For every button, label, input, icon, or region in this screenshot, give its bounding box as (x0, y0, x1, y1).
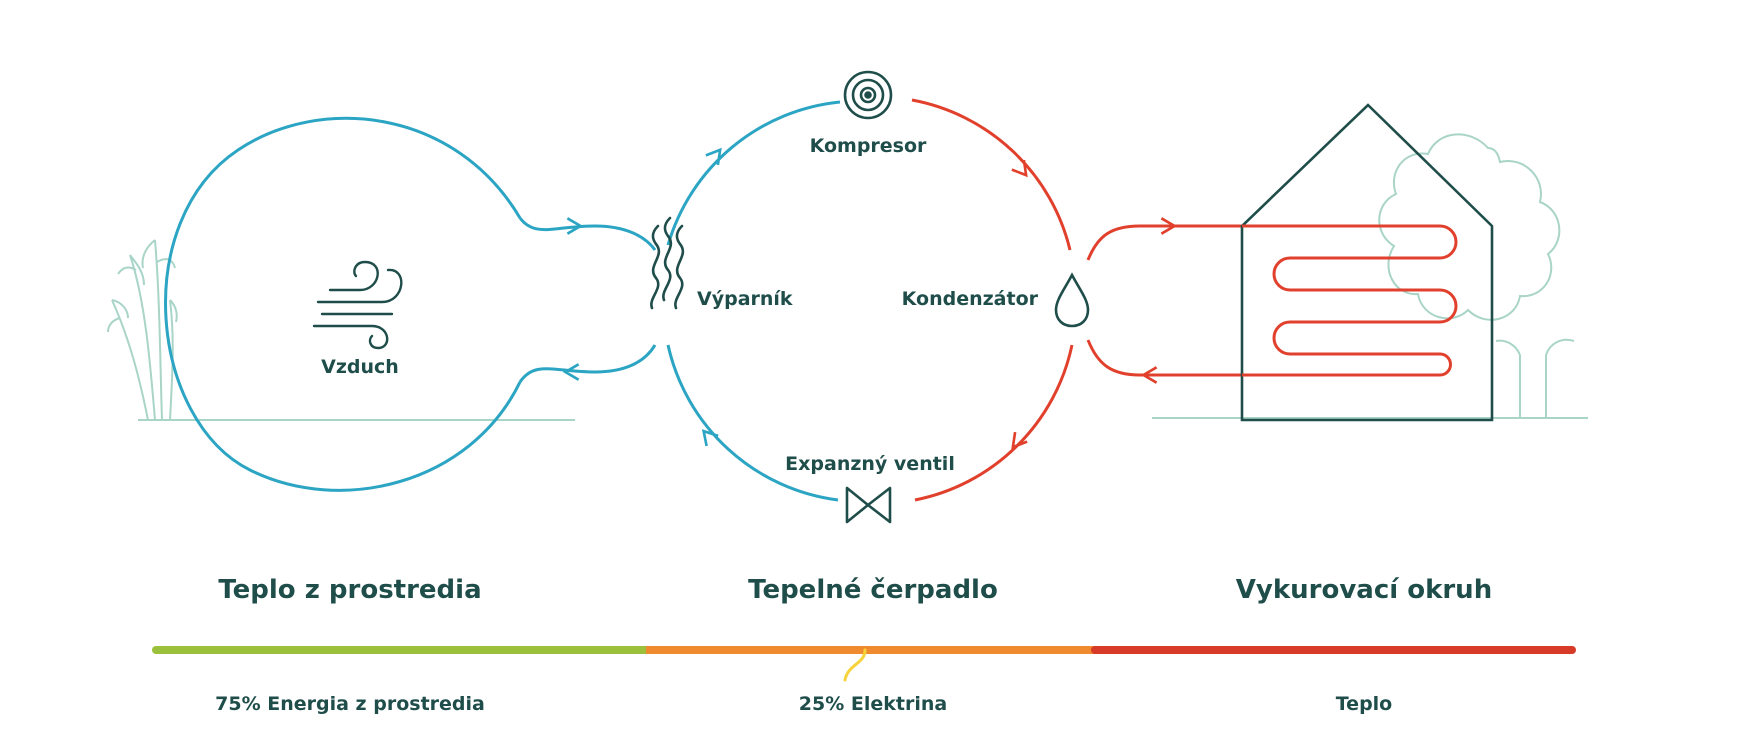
compressor-icon (843, 70, 893, 120)
house-icon (1240, 103, 1494, 422)
air-label: Vzduch (321, 356, 399, 378)
ambient-return-pipe (518, 344, 657, 383)
grass-icon (107, 239, 178, 421)
condenser-label: Kondenzátor (902, 288, 1039, 310)
heating-coil (1242, 224, 1458, 377)
electric-input-line (843, 648, 867, 682)
ambient-out-pipe-end (594, 224, 657, 251)
valve-label: Expanzný ventil (785, 453, 955, 475)
heating-return-pipe (1086, 339, 1242, 377)
compressor-label: Kompresor (810, 135, 927, 157)
cycle-cold-lower (666, 344, 839, 502)
heating-supply-pipe (1086, 224, 1242, 261)
cycle-hot-upper (911, 98, 1072, 251)
tree-icon (1378, 133, 1575, 418)
section-title-heating: Vykurovací okruh (1235, 575, 1493, 605)
ambient-out-pipe (518, 217, 596, 231)
section-title-ambient: Teplo z prostredia (218, 575, 482, 605)
ambient-loop (164, 116, 522, 492)
section-title-pump: Tepelné čerpadlo (748, 575, 998, 605)
cycle-cold-upper (666, 100, 841, 246)
valve-icon (845, 486, 892, 524)
evaporator-label: Výparník (697, 288, 793, 310)
ambient-energy-label: 75% Energia z prostredia (215, 693, 485, 715)
cycle-hot-lower (914, 344, 1074, 502)
droplet-icon (1054, 272, 1090, 328)
evaporator-icon (650, 216, 685, 310)
cycle-hot-upper-arrow (1011, 159, 1028, 178)
electricity-label: 25% Elektrina (798, 693, 948, 715)
heat-output-label: Teplo (1335, 693, 1393, 715)
wind-icon (312, 260, 403, 350)
